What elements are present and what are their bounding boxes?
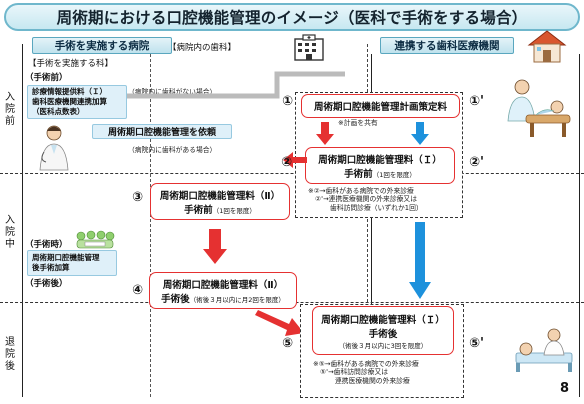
note2-line2: ②'→連携医療機関の外来診療又は [315, 195, 418, 204]
fee1-preop-stage: 手術前 [344, 168, 373, 180]
note5-line2: ⑤'→歯科訪問診療又は [320, 368, 389, 377]
referral-addition-line2: 歯科医療機関連携加算 [32, 97, 107, 107]
bedside-dental-care-icon [515, 328, 573, 372]
phase-during-text: 入院中 [5, 215, 15, 250]
referral-flow-arrow [127, 71, 345, 99]
note2-line3: 歯科訪問診療（いずれか1回） [330, 203, 423, 212]
note2-block: ※②→歯科がある病院での外来診療 ②'→連携医療機関の外来診療又は 歯科訪問診療… [308, 187, 423, 212]
fee1-postop-limit: （術後３月以内に3回を限度） [338, 341, 428, 350]
marker-3: ③ [132, 190, 144, 205]
plan-to-fee1-arrow [316, 122, 334, 145]
fee2-preop-stage: 手術前 [184, 204, 213, 216]
fee1-to-fee2-arrow [283, 152, 307, 168]
phase-during-label: 入院中 [3, 215, 17, 250]
dental-clinic-header: 連携する歯科医療機関 [380, 37, 514, 54]
dental-clinic-left-line [371, 54, 372, 397]
fee1-postop-box: 周術期口腔機能管理料（Ｉ） 手術後 （術後３月以内に3回を限度） [312, 306, 454, 355]
marker-4: ④ [132, 283, 144, 298]
marker-5: ⑤ [282, 336, 294, 351]
phase-post-label: 退院後 [3, 337, 17, 372]
fee2-postop-box: 周術期口腔機能管理料（Ⅱ） 手術後（術後３月以内に月2回を限度） [149, 272, 297, 309]
marker-1-prime: ①' [469, 94, 484, 109]
medical-dept-label: 【手術を実施する科】 [28, 59, 114, 69]
fee1-postop-stage: 手術後 [368, 328, 398, 340]
marker-5-prime: ⑤' [469, 336, 484, 351]
note5-line3: 連携医療機関の外来診療 [335, 376, 410, 385]
fee1-postop-title: 周術期口腔機能管理料（Ｉ） [321, 314, 445, 326]
postop-addition-line2: 後手術加算 [32, 263, 70, 272]
fee2-postop-limit: （術後３月以内に月2回を限度） [189, 295, 285, 304]
fee1-preop-box: 周術期口腔機能管理料（Ｉ） 手術前（1回を限度） [305, 147, 455, 184]
surgery-team-icon [76, 230, 115, 249]
hospital-region [22, 44, 368, 397]
phase-pre-text: 入院前 [5, 92, 15, 127]
note5-line1: ※⑤→歯科がある病院での外来診療 [313, 360, 419, 368]
fee2-preop-title: 周術期口腔機能管理料（Ⅱ） [159, 190, 281, 202]
fee2-to-fee1-postop-arrow [255, 310, 304, 336]
fee2-postop-stage: 手術後 [161, 293, 190, 305]
fee2-preop-limit: （1回を限度） [212, 206, 256, 215]
plan-to-clinic-arrow [411, 122, 429, 145]
dental-clinic-right-line [579, 54, 580, 397]
phase-post-text: 退院後 [5, 337, 15, 372]
clinic-long-arrow [409, 222, 431, 299]
dental-dept-label: 【病院内の歯科】 [168, 43, 237, 53]
dental-clinic-house-icon [527, 30, 567, 63]
note2-line1: ※②→歯科がある病院での外来診療 [308, 187, 414, 195]
page-number: 8 [560, 381, 570, 396]
fee2-preop-box: 周術期口腔機能管理料（Ⅱ） 手術前（1回を限度） [150, 183, 290, 220]
note5-block: ※⑤→歯科がある病院での外来診療 ⑤'→歯科訪問診療又は 連携医療機関の外来診療 [313, 360, 419, 385]
dentist-treatment-icon [507, 79, 571, 137]
stage-intraop-label: （手術時） [25, 240, 68, 250]
phase-pre-label: 入院前 [3, 92, 17, 127]
hospital-building-icon [294, 34, 324, 61]
stage-postop-label: （手術後） [25, 279, 68, 289]
referral-addition-line1: 診療情報提供料（Ｉ） [32, 87, 107, 97]
marker-2: ② [281, 155, 293, 170]
postop-surgery-addition-box: 周術期口腔機能管理 後手術加算 [27, 250, 117, 276]
referral-addition-line3: （医科点数表） [32, 106, 85, 116]
postop-addition-line1: 周術期口腔機能管理 [32, 253, 100, 263]
has-dental-note: （病院内に歯科がある場合） [128, 146, 217, 154]
doctor-icon [39, 125, 69, 171]
dental-dept-divider [150, 44, 151, 397]
stage-preop-label: （手術前） [25, 73, 68, 83]
marker-2-prime: ②' [469, 155, 484, 170]
fee1-preop-limit: （1回を限度） [372, 170, 416, 179]
fee1-preop-title: 周術期口腔機能管理料（Ｉ） [318, 154, 442, 166]
plan-fee-box: 周術期口腔機能管理計画策定料 [301, 94, 460, 118]
share-plan-note: ※計画を共有 [338, 119, 378, 127]
request-management-box: 周術期口腔機能管理を依頼 [92, 124, 232, 139]
page-title: 周術期における口腔機能管理のイメージ（医科で手術をする場合） [4, 3, 580, 31]
phase-divider-1 [0, 173, 584, 174]
no-dental-note: （病院内に歯科がない場合） [128, 88, 217, 96]
hospital-header: 手術を実施する病院 [32, 37, 172, 54]
marker-1: ① [282, 94, 294, 109]
fee2-postop-title: 周術期口腔機能管理料（Ⅱ） [162, 279, 284, 291]
plan-fee-title: 周術期口腔機能管理計画策定料 [313, 102, 447, 113]
preop-to-postop-arrow [203, 229, 227, 264]
referral-addition-box: 診療情報提供料（Ｉ） 歯科医療機関連携加算 （医科点数表） [27, 85, 127, 119]
